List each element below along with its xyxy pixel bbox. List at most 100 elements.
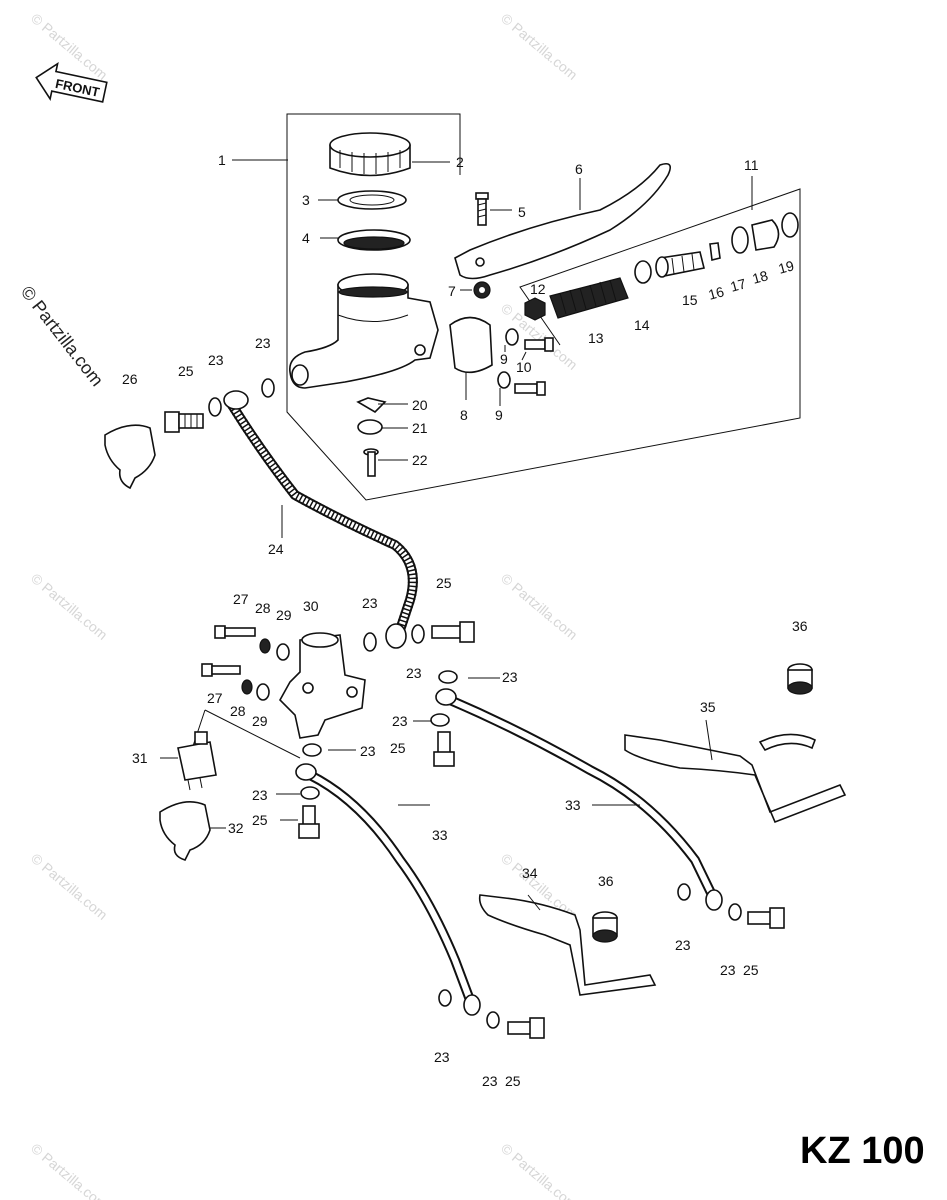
banjo-bolt — [747, 907, 785, 929]
callout-label: 20 — [412, 397, 428, 413]
banjo-bolt — [164, 411, 204, 433]
callout-label: 23 — [392, 713, 408, 729]
washer — [505, 328, 519, 346]
callout-label: 26 — [122, 371, 138, 387]
banjo-bolt — [433, 731, 455, 767]
callout-label: 14 — [634, 317, 650, 333]
callout-label: 23 — [482, 1073, 498, 1089]
callout-label: 27 — [233, 591, 249, 607]
front-arrow: FRONT — [35, 62, 108, 103]
callout-label: 8 — [460, 407, 468, 423]
washer — [438, 670, 458, 684]
banjo-bolt — [431, 621, 475, 643]
piston-kit — [524, 212, 799, 321]
washer — [677, 883, 691, 901]
callout-label: 34 — [522, 865, 538, 881]
washer — [256, 683, 270, 701]
brake-lever — [454, 162, 671, 280]
callout-label: 15 — [682, 292, 698, 308]
left-hose-bracket — [478, 894, 657, 996]
switch-nut — [357, 419, 383, 435]
callout-label: 23 — [360, 743, 376, 759]
banjo-bolt — [298, 805, 320, 839]
spring-seat — [524, 297, 546, 321]
callout-label: 25 — [390, 740, 406, 756]
circlip — [781, 212, 799, 238]
callout-label: 12 — [530, 281, 546, 297]
secondary-cup — [731, 226, 749, 254]
callout-labels: 1 2 3 4 5 6 7 8 9 9 10 11 12 13 14 15 16… — [122, 152, 808, 1089]
lock-washer — [241, 679, 253, 695]
callout-label: 36 — [792, 618, 808, 634]
banjo-bolt — [507, 1017, 545, 1039]
callout-label: 28 — [255, 600, 271, 616]
primary-cup — [634, 260, 652, 284]
callout-label: 7 — [448, 283, 456, 299]
callout-label: 29 — [276, 607, 292, 623]
callout-label: 32 — [228, 820, 244, 836]
watermark: © Partzilla.com — [28, 10, 111, 83]
callout-label: 1 — [218, 152, 226, 168]
callout-label: 25 — [743, 962, 759, 978]
washer — [486, 1011, 500, 1029]
callout-label: 30 — [303, 598, 319, 614]
joint-bolt — [214, 625, 256, 639]
watermark: © Partzilla.com — [498, 570, 581, 643]
callout-label: 23 — [502, 669, 518, 685]
banjo-cap — [104, 424, 156, 490]
switch-cap — [159, 800, 211, 861]
callout-label: 25 — [252, 812, 268, 828]
switch-screw — [363, 448, 379, 477]
callout-label: 13 — [588, 330, 604, 346]
three-way-joint — [279, 634, 366, 739]
watermark: © Partzilla.com — [498, 10, 581, 83]
callout-label: 36 — [598, 873, 614, 889]
joint-bolt — [201, 663, 241, 677]
side-watermark: © Partzilla.com — [17, 282, 107, 390]
callout-label: 27 — [207, 690, 223, 706]
washer — [208, 397, 222, 417]
callout-label: 31 — [132, 750, 148, 766]
callout-label: 22 — [412, 452, 428, 468]
front-arrow-icon — [35, 62, 108, 103]
callout-label: 23 — [675, 937, 691, 953]
callout-label: 10 — [516, 359, 532, 375]
callout-label: 23 — [434, 1049, 450, 1065]
clamp-bolt — [514, 381, 546, 396]
callout-label: 25 — [505, 1073, 521, 1089]
watermark: © Partzilla.com — [498, 1140, 581, 1200]
washer — [302, 743, 322, 757]
stop-switch — [177, 731, 217, 791]
callout-label: 23 — [362, 595, 378, 611]
model-label: KZ 100 — [800, 1130, 925, 1172]
lock-washer — [259, 638, 271, 654]
lever-pivot-bolt — [475, 192, 489, 226]
callout-label: 9 — [500, 351, 508, 367]
washer — [497, 371, 511, 389]
boot — [751, 219, 780, 251]
washer — [363, 632, 377, 652]
callout-label: 33 — [432, 827, 448, 843]
watermark: © Partzilla.com — [28, 850, 111, 923]
upper-brake-hose — [223, 390, 418, 649]
callout-label: 16 — [706, 283, 725, 303]
right-hose-bracket — [624, 734, 847, 824]
callout-label: 11 — [744, 157, 759, 173]
callout-label: 24 — [268, 541, 284, 557]
callout-label: 3 — [302, 192, 310, 208]
handlebar-clamp — [449, 316, 493, 374]
washer — [438, 989, 452, 1007]
washer — [411, 624, 425, 644]
washer — [300, 786, 320, 800]
reservoir-cap — [329, 132, 411, 177]
callout-label: 23 — [208, 352, 224, 368]
washer — [261, 378, 275, 398]
washer — [728, 903, 742, 921]
callout-label: 9 — [495, 407, 503, 423]
callout-label: 23 — [406, 665, 422, 681]
callout-label: 17 — [728, 275, 747, 295]
callout-label: 23 — [720, 962, 736, 978]
washer — [276, 643, 290, 661]
piston-stop — [709, 242, 721, 261]
